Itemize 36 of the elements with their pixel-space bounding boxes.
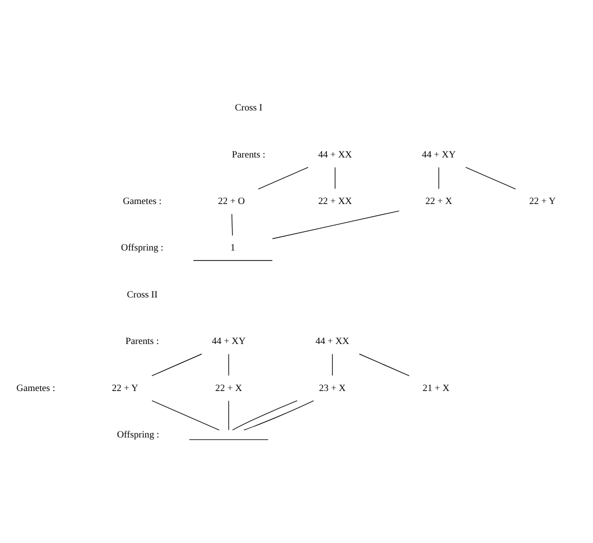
- connector: [244, 400, 314, 430]
- connector: [228, 400, 230, 430]
- connector: [152, 354, 202, 376]
- connector: [231, 214, 233, 236]
- connector: [438, 167, 440, 190]
- label: Cross I: [234, 102, 262, 114]
- label: Offspring :: [116, 429, 160, 440]
- node-text: 1: [230, 242, 236, 254]
- label: Parents :: [126, 336, 159, 348]
- connector: [465, 166, 516, 190]
- connector: [359, 354, 410, 376]
- node-text: 22 + Y: [529, 196, 556, 208]
- connector: [232, 400, 298, 430]
- label: Cross II: [126, 289, 158, 300]
- label: Parents :: [232, 149, 266, 160]
- connector: [152, 400, 220, 430]
- node-text: 22 + X: [215, 382, 242, 394]
- connector: [272, 210, 400, 240]
- connector: [258, 166, 308, 190]
- connector: [332, 354, 333, 376]
- node-text: 22 + X: [425, 196, 452, 208]
- connector: [228, 354, 230, 376]
- connector: [334, 167, 336, 190]
- node-text: 44 + XY: [212, 336, 246, 348]
- label: Gametes :: [122, 196, 162, 208]
- node-text: 22 + XX: [318, 196, 352, 208]
- node-text: 22 + O: [218, 196, 245, 208]
- label: Offspring :: [121, 242, 164, 254]
- node-text: 22 + Y: [112, 382, 138, 394]
- node-text: 44 + XX: [318, 149, 352, 160]
- label: Gametes :: [16, 382, 56, 394]
- node-text: 23 + X: [318, 382, 346, 394]
- node-text: 44 + XX: [316, 336, 350, 348]
- node-text: 44 + XY: [422, 149, 456, 160]
- node-text: 21 + X: [422, 382, 450, 394]
- node-bar: [188, 439, 269, 440]
